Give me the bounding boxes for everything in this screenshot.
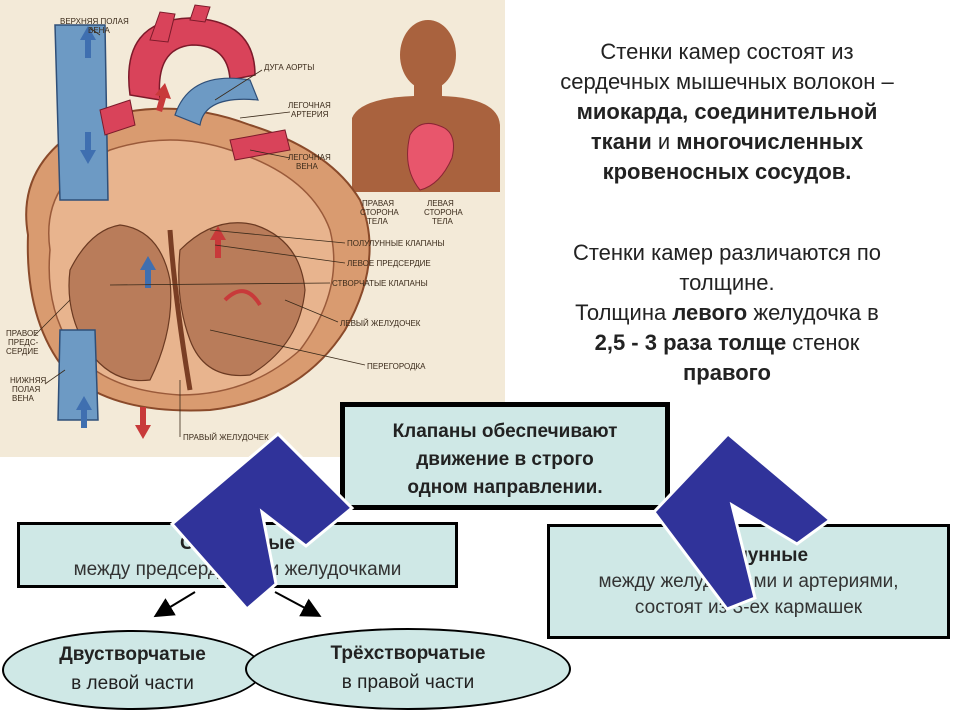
semilunar-valves-description-1: между желудочками и артериями, — [598, 571, 899, 592]
walls-composition-text: Стенки камер состоят из сердечных мышечн… — [512, 37, 942, 187]
bicuspid-oval: Двустворчатые в левой части — [2, 630, 263, 710]
thickness-line-3b: желудочка в — [747, 300, 879, 325]
thickness-line-4-bold: 2,5 - 3 раза толще — [594, 330, 787, 355]
thickness-line-2: толщине. — [679, 270, 775, 295]
svg-text:ПРЕДС-: ПРЕДС- — [8, 338, 39, 347]
main-box-line-1: Клапаны обеспечивают — [392, 421, 618, 442]
cusp-valves-box: Створчатые между предсердиями и желудочк… — [17, 522, 458, 588]
walls-line-5: кровеносных сосудов. — [602, 159, 852, 184]
thickness-line-4b: стенок — [786, 330, 860, 355]
leader-lines — [34, 27, 366, 437]
svg-text:ПОЛУЛУННЫЕ КЛАПАНЫ: ПОЛУЛУННЫЕ КЛАПАНЫ — [347, 239, 445, 248]
cusp-valves-title: Створчатые — [180, 533, 295, 554]
semilunar-valves-box: Полулунные между желудочками и артериями… — [547, 524, 950, 639]
main-box-line-2: движение в строго — [416, 449, 594, 470]
semilunar-valves-description-2: состоят из 3-ех кармашек — [634, 597, 863, 618]
bicuspid-title: Двустворчатые — [59, 644, 206, 665]
svg-text:ПОЛАЯ: ПОЛАЯ — [12, 385, 40, 394]
svg-text:СТОРОНА: СТОРОНА — [424, 208, 463, 217]
cusp-valves-description: между предсердиями и желудочками — [73, 559, 402, 580]
thickness-line-3a: Толщина — [575, 300, 673, 325]
semilunar-valves-title: Полулунные — [688, 545, 809, 566]
vessels — [54, 4, 291, 421]
heart-anatomy-illustration: ВЕРХНЯЯ ПОЛАЯ ВЕНА ДУГА АОРТЫ ЛЕГОЧНАЯ А… — [0, 0, 505, 457]
svg-text:ВЕНА: ВЕНА — [296, 162, 318, 171]
thickness-line-3-bold: левого — [672, 300, 748, 325]
thickness-line-5: правого — [683, 360, 771, 385]
svg-text:ПРАВЫЙ ЖЕЛУДОЧЕК: ПРАВЫЙ ЖЕЛУДОЧЕК — [183, 433, 269, 442]
tricuspid-title: Трёхстворчатые — [330, 643, 486, 664]
walls-line-4a: ткани — [590, 129, 652, 154]
tricuspid-oval: Трёхстворчатые в правой части — [245, 628, 571, 710]
walls-line-3: миокарда, соединительной — [576, 99, 878, 124]
svg-text:ЛЕВЫЙ ЖЕЛУДОЧЕК: ЛЕВЫЙ ЖЕЛУДОЧЕК — [340, 319, 421, 328]
torso-silhouette — [352, 20, 500, 192]
svg-text:АРТЕРИЯ: АРТЕРИЯ — [291, 110, 329, 119]
svg-text:ЛЕГОЧНАЯ: ЛЕГОЧНАЯ — [288, 153, 331, 162]
walls-line-2: сердечных мышечных волокон – — [560, 69, 894, 94]
svg-text:СТВОРЧАТЫЕ КЛАПАНЫ: СТВОРЧАТЫЕ КЛАПАНЫ — [332, 279, 428, 288]
svg-text:ВЕНА: ВЕНА — [88, 26, 110, 35]
svg-text:ТЕЛА: ТЕЛА — [367, 217, 388, 226]
svg-text:ПРАВАЯ: ПРАВАЯ — [362, 199, 394, 208]
walls-line-1: Стенки камер состоят из — [600, 39, 854, 64]
flow-arrows — [76, 26, 262, 439]
svg-text:ЛЕВОЕ ПРЕДСЕРДИЕ: ЛЕВОЕ ПРЕДСЕРДИЕ — [347, 259, 431, 268]
wall-thickness-text: Стенки камер различаются по толщине. Тол… — [512, 238, 942, 388]
svg-text:СЕРДИЕ: СЕРДИЕ — [6, 347, 38, 356]
svg-text:ВЕРХНЯЯ ПОЛАЯ: ВЕРХНЯЯ ПОЛАЯ — [60, 17, 129, 26]
main-box-line-3: одном направлении. — [407, 477, 603, 498]
illustration-labels: ВЕРХНЯЯ ПОЛАЯ ВЕНА ДУГА АОРТЫ ЛЕГОЧНАЯ А… — [6, 17, 463, 442]
walls-line-4b: многочисленных — [676, 129, 864, 154]
tricuspid-location: в правой части — [341, 672, 475, 693]
svg-text:ПРАВОЕ: ПРАВОЕ — [6, 329, 39, 338]
svg-text:ДУГА АОРТЫ: ДУГА АОРТЫ — [264, 63, 314, 72]
walls-line-4-mid: и — [651, 129, 677, 154]
svg-text:НИЖНЯЯ: НИЖНЯЯ — [10, 376, 46, 385]
bicuspid-location: в левой части — [71, 673, 194, 694]
svg-text:ВЕНА: ВЕНА — [12, 394, 34, 403]
svg-text:ТЕЛА: ТЕЛА — [432, 217, 453, 226]
svg-text:СТОРОНА: СТОРОНА — [360, 208, 399, 217]
valves-main-box: Клапаны обеспечивают движение в строго о… — [340, 402, 670, 510]
svg-text:ПЕРЕГОРОДКА: ПЕРЕГОРОДКА — [367, 362, 426, 371]
arrow-to-tricuspid — [274, 591, 322, 617]
thickness-line-1: Стенки камер различаются по — [572, 240, 882, 265]
svg-text:ЛЕВАЯ: ЛЕВАЯ — [427, 199, 454, 208]
arrow-to-bicuspid — [153, 591, 196, 618]
svg-text:ЛЕГОЧНАЯ: ЛЕГОЧНАЯ — [288, 101, 331, 110]
